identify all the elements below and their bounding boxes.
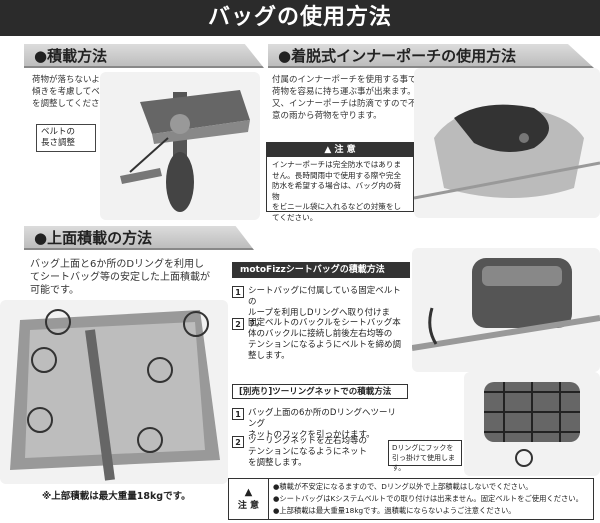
top-load-max-weight-note: ※上部積載は最大重量18kgです。 [42,491,191,502]
motofizz-step-1: 1 シートバッグに付属している固定ベルトのループを利用しDリングへ取り付けます。 [232,286,406,330]
bottom-caution-box: ▲ 注 意 ●積載が不安定になるますので、Dリング以外で上部積載はしないでくださ… [228,478,594,520]
warning-icon: ▲ [324,145,335,155]
pouch-caution-box: ▲ 注 意 インナーポーチは完全防水ではありません。長時間雨中で使用する際や完全… [266,142,414,222]
warning-icon: ▲ [244,487,253,498]
net-step-2: 2 ツーリングネットを左右均等のテンションになるようにネットを調整します。 [232,436,382,469]
touring-net-illustration [464,372,600,476]
section-heading-top-loading: ●上面積載の方法 [24,226,254,250]
top-loading-description: バッグ上面と6か所のDリングを利用してシートバッグ等の安定した上面積載が可能です… [30,259,210,296]
pouch-description: 付属のインナーポーチを使用する事で荷物を容易に持ち運ぶ事が出来ます。又、インナー… [272,75,417,121]
net-step-1: 1 バッグ上面の6か所のDリングへツーリングネットのフックを引っかけます。 [232,408,402,441]
section-heading-inner-pouch: ●着脱式インナーポーチの使用方法 [268,44,594,68]
motofizz-step-2: 2 固定ベルトのバックルをシートバッグ本体のバックルに接続し前後左右均等のテンシ… [232,318,406,362]
caution-label: ▲ 注 意 [267,143,413,157]
bag-d-ring-illustration [0,300,228,484]
motofizz-heading: motoFizzシートバッグの積載方法 [232,262,410,278]
section-heading-loading: ●積載方法 [24,44,264,68]
page-title: バッグの使用方法 [0,0,600,36]
loading-description: 荷物が落ちないように車両の傾きを考慮してベルトの長さを調整してください。 [32,75,143,109]
bike-rear-illustration [100,72,260,220]
bottom-caution-label: 注 意 [237,501,260,511]
touring-net-heading: [別売り]ツーリングネットでの積載方法 [232,384,408,399]
inner-pouch-illustration [414,68,600,218]
d-ring-hook-note: Dリングにフックを引っ掛けて使用します。 [388,440,462,472]
belt-length-callout: ベルトの長さ調整 [36,124,96,152]
seat-bag-illustration [412,248,600,372]
